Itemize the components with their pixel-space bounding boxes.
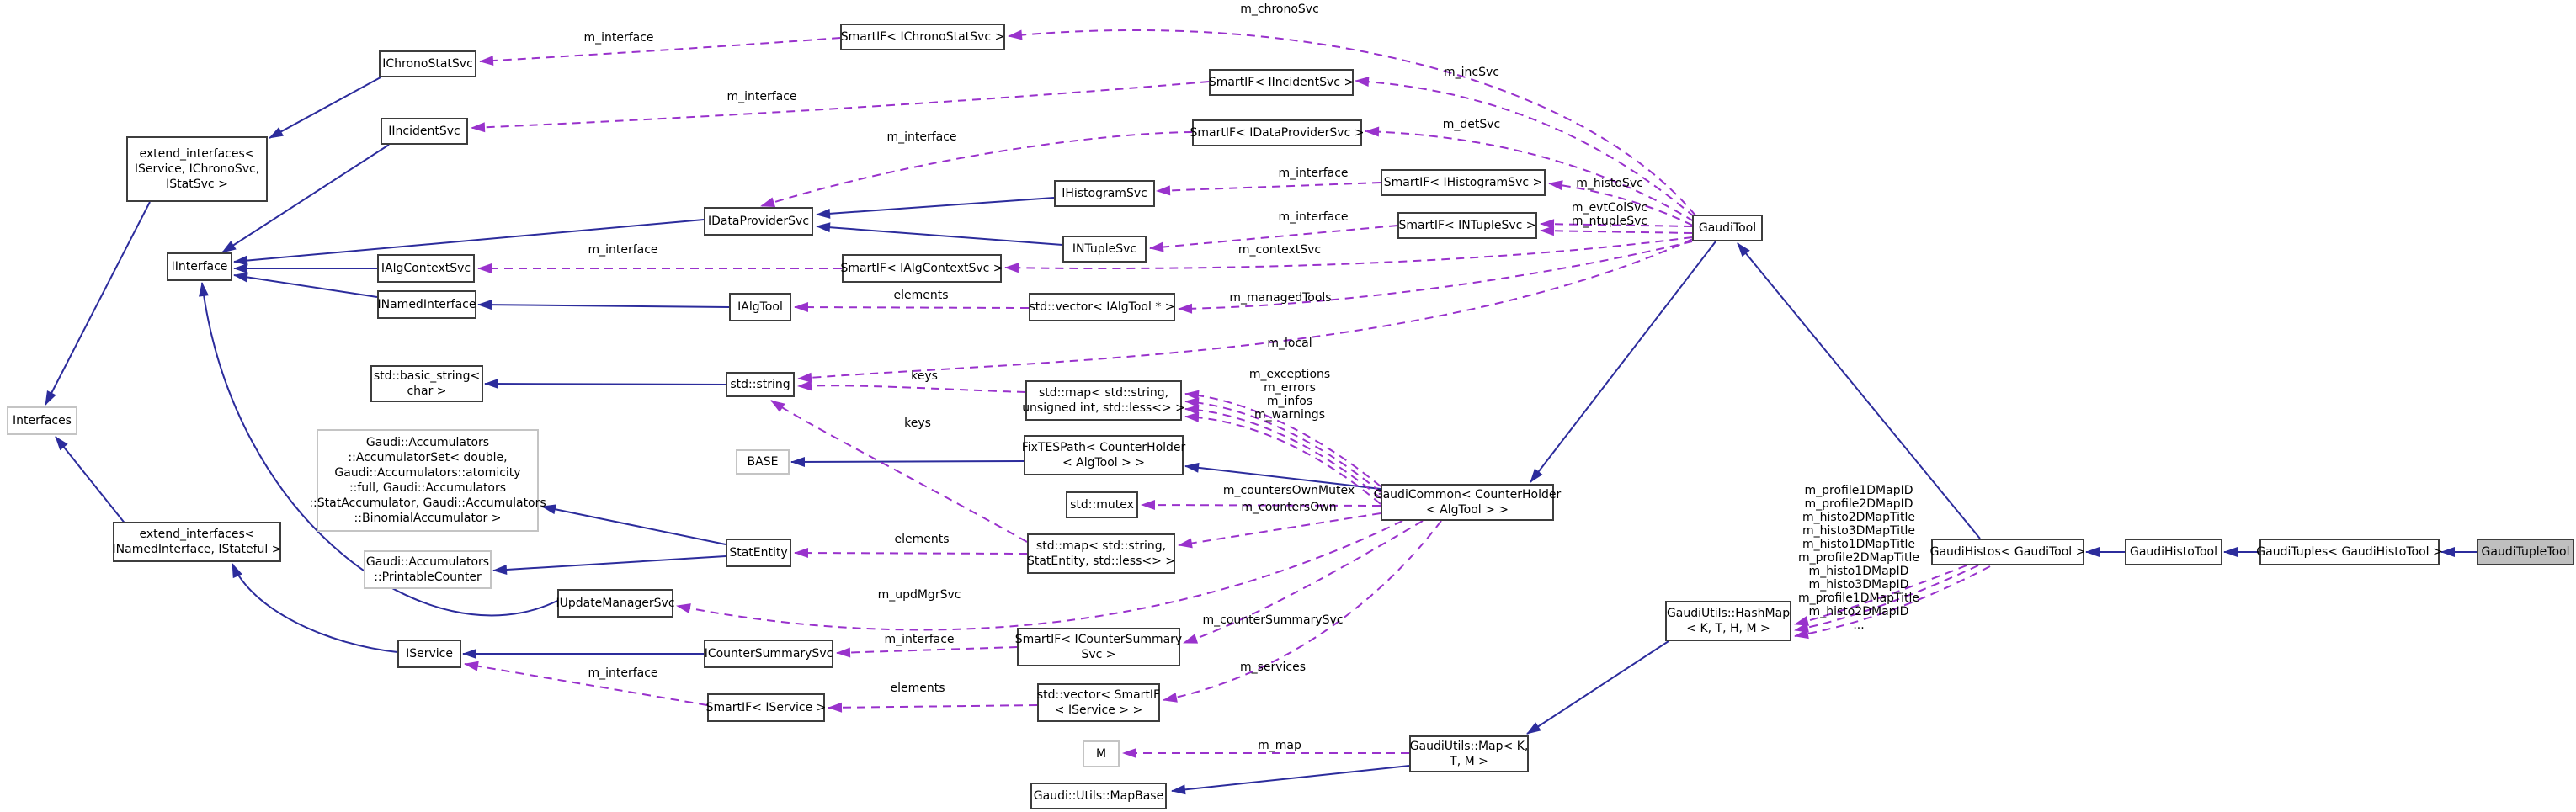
inheritance-arrow-statentity-to-accumset: [541, 504, 726, 545]
class-node-gaudihistotool[interactable]: GaudiHistoTool: [2125, 539, 2222, 565]
inheritance-arrow-map-to-mapbase: [1171, 765, 1410, 795]
usage-arrow-smartifchrono-to-ichronostatsvc: [479, 37, 841, 66]
class-node-icountersummarysvc[interactable]: ICounterSummarySvc: [704, 640, 833, 668]
usage-arrow-gaudihistos-hashmap-c: [1794, 565, 1991, 640]
class-node-ialgtool[interactable]: IAlgTool: [729, 293, 791, 321]
class-node-smartif-intuplesvc[interactable]: SmartIF< INTupleSvc >: [1397, 212, 1537, 239]
class-node-mapbase[interactable]: Gaudi::Utils::MapBase: [1030, 783, 1167, 809]
class-node-basic-string[interactable]: std::basic_string< char >: [370, 365, 483, 402]
usage-arrow-smartifdetsvc-to-idataprovider: [760, 131, 1193, 207]
usage-arrow-gaudicommon-services: [1163, 520, 1442, 703]
inheritance-arrow-ihistogramsvc-to-idataprovider: [816, 197, 1055, 219]
usage-arrow-vectorsmartif-elements: [828, 702, 1038, 713]
usage-arrow-gaudihistos-hashmap-a: [1794, 565, 1967, 626]
usage-arrow-vectorialgtool-elements: [794, 302, 1030, 313]
class-node-std-string[interactable]: std::string: [726, 372, 795, 397]
class-node-m-param[interactable]: M: [1083, 740, 1120, 767]
class-node-gaudicommon[interactable]: GaudiCommon< CounterHolder < AlgTool > >: [1374, 484, 1561, 521]
class-node-ihistogramsvc[interactable]: IHistogramSvc: [1054, 180, 1155, 207]
class-node-gaudiutils-hashmap[interactable]: GaudiUtils::HashMap < K, T, H, M >: [1665, 601, 1791, 641]
class-node-ext-inamedinterface-istateful[interactable]: extend_interfaces< INamedInterface, ISta…: [113, 522, 281, 562]
usage-arrow-gaudicommon-countersummarysvc: [1183, 520, 1424, 644]
class-node-intuplesvc[interactable]: INTupleSvc: [1062, 236, 1147, 263]
class-node-smartif-iservice[interactable]: SmartIF< IService >: [706, 693, 826, 722]
inheritance-arrow-statentity-to-printable: [492, 555, 726, 576]
class-node-gauditupletool[interactable]: GaudiTupleTool: [2477, 539, 2574, 565]
inheritance-arrow-fixtespath-to-base: [790, 456, 1025, 467]
usage-arrow-gauditool-detsvc: [1365, 126, 1695, 222]
class-node-accumulatorset[interactable]: Gaudi::Accumulators ::AccumulatorSet< do…: [309, 429, 546, 532]
usage-arrow-gaudicommon-countersownmutex: [1141, 500, 1381, 511]
inheritance-arrow-ialgtool-to-inamedinterface: [477, 300, 730, 310]
usage-arrow-gauditool-histosvc: [1548, 180, 1694, 226]
class-node-smartif-idataprovidersvc[interactable]: SmartIF< IDataProviderSvc >: [1190, 119, 1364, 146]
class-node-gaudihistos[interactable]: GaudiHistos< GaudiTool >: [1930, 539, 2085, 565]
class-node-map-string-statentity[interactable]: std::map< std::string, StatEntity, std::…: [1027, 533, 1175, 574]
usage-arrow-smartifiservice-to-iservice: [464, 661, 708, 706]
class-node-iincidentsvc[interactable]: IIncidentSvc: [381, 118, 468, 145]
class-node-smartif-ihistogramsvc[interactable]: SmartIF< IHistogramSvc >: [1381, 169, 1546, 196]
class-node-vector-ialgtool[interactable]: std::vector< IAlgTool * >: [1029, 293, 1175, 321]
class-node-smartif-ichronostatsvc[interactable]: SmartIF< IChronoStatSvc >: [840, 24, 1005, 50]
usage-arrow-gaudihistos-hashmap-b: [1794, 565, 1979, 633]
inheritance-arrow-extnamed-to-interfaces: [55, 436, 127, 526]
usage-arrow-gauditool-chronosvc: [1008, 29, 1696, 216]
usage-arrow-mapstat-keys: [770, 400, 1028, 543]
usage-arrow-gauditool-ntuplesvc: [1540, 226, 1693, 236]
class-node-printablecounter[interactable]: Gaudi::Accumulators ::PrintableCounter: [364, 550, 492, 589]
class-node-vector-smartif-iservice[interactable]: std::vector< SmartIF < IService > >: [1037, 683, 1160, 722]
inheritance-arrow-gaudicommon-to-fixtespath: [1184, 462, 1381, 490]
class-node-iupdatemanagersvc[interactable]: IUpdateManagerSvc: [556, 589, 675, 618]
usage-arrow-gaudicommon-countersown: [1178, 512, 1381, 549]
inheritance-arrow-intuplesvc-to-idataprovider: [816, 222, 1063, 246]
usage-arrow-gaudicommon-exceptions-c: [1184, 404, 1381, 499]
inheritance-arrow-iincidentsvc-to-iinterface: [221, 144, 390, 253]
class-node-gaudituples[interactable]: GaudiTuples< GaudiHistoTool >: [2256, 539, 2443, 565]
inheritance-arrow-iservice-to-extnamed: [232, 563, 398, 653]
usage-arrow-gauditool-local: [797, 238, 1694, 383]
usage-arrow-gauditool-managedtools: [1178, 241, 1693, 314]
class-node-ialgcontextsvc[interactable]: IAlgContextSvc: [377, 254, 475, 283]
usage-arrow-smartifincident-to-iincidentsvc: [471, 81, 1210, 133]
class-node-gauditool[interactable]: GaudiTool: [1692, 215, 1763, 241]
class-node-interfaces[interactable]: Interfaces: [7, 406, 77, 435]
inheritance-arrow-stdstring-to-basicstring: [484, 379, 726, 390]
class-node-std-mutex[interactable]: std::mutex: [1066, 491, 1138, 518]
usage-arrow-smartifhisto-to-ihistogramsvc: [1156, 182, 1381, 196]
usage-arrow-mapstat-elements: [794, 548, 1028, 559]
inheritance-arrow-gaudihistos-to-gauditool: [1737, 242, 1981, 539]
class-node-statentity[interactable]: StatEntity: [726, 539, 791, 567]
usage-arrow-smartifcountersummary-to-icountersummary: [836, 646, 1018, 658]
inheritance-arrow-inamedinterface-to-iinterface: [233, 272, 378, 298]
usage-arrow-gaudicommon-exceptions-d: [1184, 411, 1381, 505]
class-node-iinterface[interactable]: IInterface: [167, 252, 232, 281]
inheritance-arrow-iupdatemgr-to-iinterface: [199, 282, 558, 617]
class-node-ext-iservice-ichronosvc[interactable]: extend_interfaces< IService, IChronoSvc,…: [126, 136, 268, 202]
usage-arrow-gauditool-evtcolsvc: [1540, 219, 1693, 230]
class-node-idataprovidersvc[interactable]: IDataProviderSvc: [704, 207, 813, 236]
class-node-fixtespath[interactable]: FixTESPath< CounterHolder < AlgTool > >: [1022, 435, 1185, 475]
usage-arrow-mapuint-keys: [797, 380, 1026, 393]
inheritance-arrow-extifc-to-interfaces: [45, 201, 151, 406]
class-node-smartif-ialgcontextsvc[interactable]: SmartIF< IAlgContextSvc >: [840, 254, 1003, 283]
inheritance-arrow-idataprovidersvc-to-iinterface: [233, 219, 705, 266]
inheritance-arrow-hashmap-to-map: [1526, 640, 1669, 735]
class-node-base[interactable]: BASE: [736, 449, 790, 475]
inheritance-arrow-gauditool-to-gaudicommon: [1530, 241, 1716, 483]
class-node-gaudiutils-map[interactable]: GaudiUtils::Map< K, T, M >: [1409, 735, 1529, 772]
class-node-inamedinterface[interactable]: INamedInterface: [377, 290, 476, 319]
usage-arrow-smartifntuple-to-intuplesvc: [1149, 225, 1398, 252]
usage-arrow-gaudicommon-exceptions-a: [1184, 390, 1381, 487]
inheritance-arrow-ichronostatsvc-to-extifc: [269, 77, 381, 139]
usage-arrow-gaudicommon-exceptions-b: [1184, 397, 1381, 493]
class-node-iservice[interactable]: IService: [397, 640, 461, 668]
usage-arrow-gauditool-incsvc: [1355, 77, 1695, 218]
class-node-map-string-uint[interactable]: std::map< std::string, unsigned int, std…: [1022, 380, 1185, 421]
class-node-ichronostatsvc[interactable]: IChronoStatSvc: [379, 50, 476, 77]
class-node-smartif-icountersummarysvc[interactable]: SmartIF< ICounterSummary Svc >: [1015, 628, 1182, 666]
class-node-smartif-iincidentsvc[interactable]: SmartIF< IIncidentSvc >: [1209, 69, 1354, 96]
